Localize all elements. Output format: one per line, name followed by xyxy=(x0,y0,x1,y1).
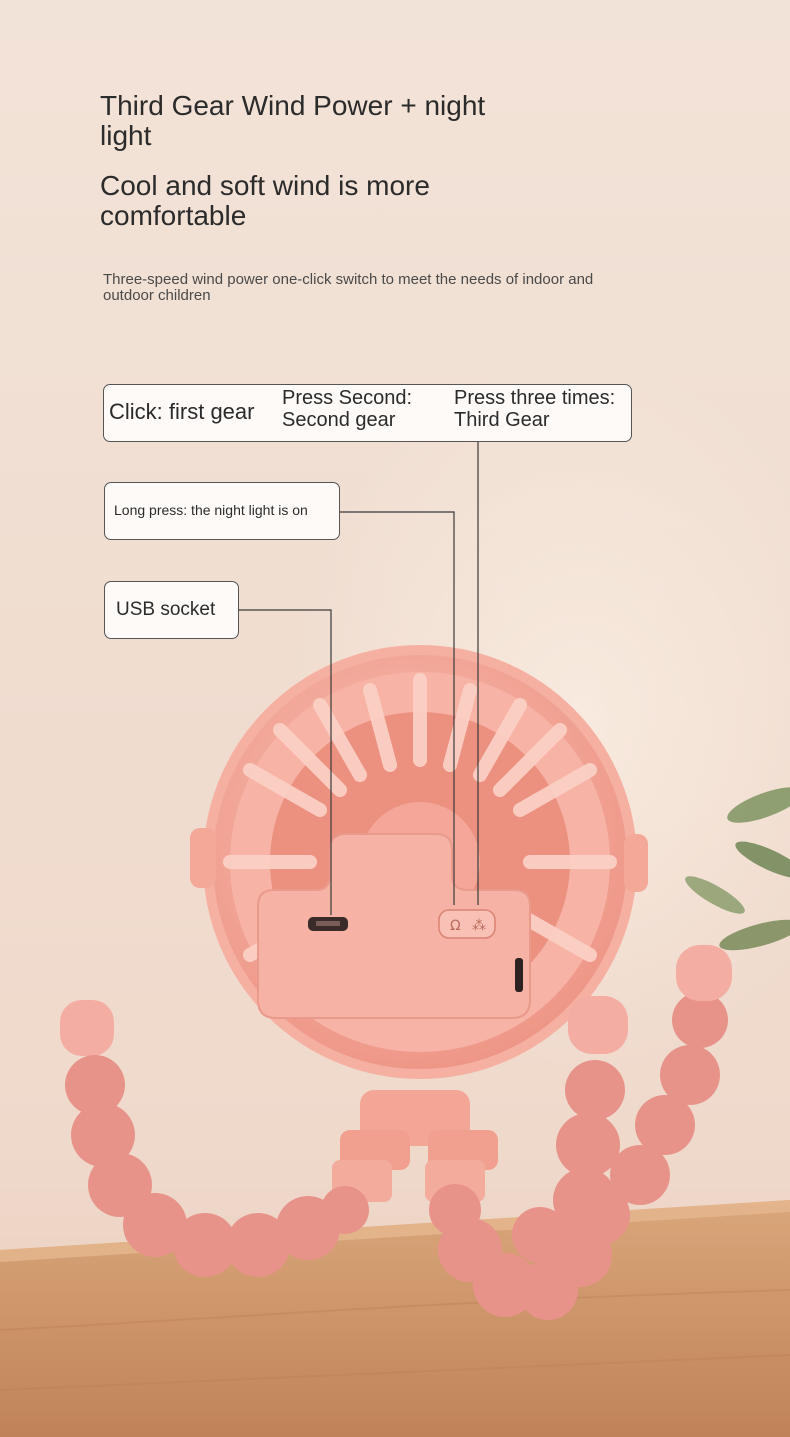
page-subtitle: Cool and soft wind is more comfortable xyxy=(100,170,430,231)
night-light-label: Long press: the night light is on xyxy=(114,502,308,518)
svg-text:Ω: Ω xyxy=(450,918,461,934)
gear-callout: Click: first gear Press Second: Second g… xyxy=(103,384,632,442)
usb-callout: USB socket xyxy=(104,581,239,639)
fan-icon: Ω ⁂ xyxy=(190,645,648,1202)
description: Three-speed wind power one-click switch … xyxy=(103,271,594,304)
third-gear-label: Press three times: Third Gear xyxy=(454,387,616,431)
second-gear-label: Press Second: Second gear xyxy=(282,387,413,431)
first-gear-label: Click: first gear xyxy=(109,399,255,424)
flexible-tripod-legs xyxy=(60,945,732,1320)
page-title: Third Gear Wind Power + night light xyxy=(100,90,486,151)
usb-label: USB socket xyxy=(116,599,216,620)
svg-text:⁂: ⁂ xyxy=(472,918,486,934)
plant-leaves xyxy=(685,787,790,951)
night-light-callout: Long press: the night light is on xyxy=(104,482,340,540)
